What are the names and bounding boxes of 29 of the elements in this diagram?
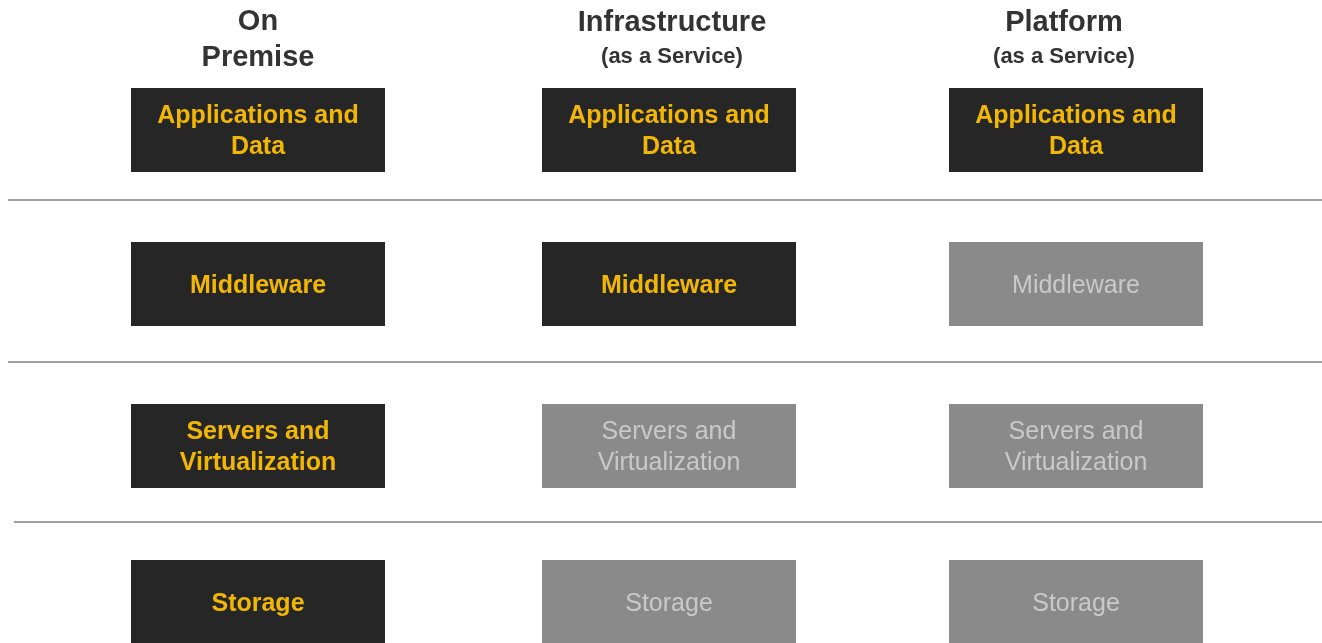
layer-box bbox=[949, 88, 1203, 172]
column-heading: Platform bbox=[1005, 4, 1123, 38]
layer-label: Applications and Data bbox=[567, 99, 771, 161]
layer-label: Middleware bbox=[1012, 268, 1140, 300]
layer-box bbox=[131, 404, 385, 488]
layer-box bbox=[542, 88, 796, 172]
layer-box bbox=[542, 560, 796, 643]
column-subheading: (as a Service) bbox=[601, 42, 743, 70]
column-heading: On Premise bbox=[200, 3, 316, 74]
layer-label: Applications and Data bbox=[156, 99, 360, 161]
layer-box bbox=[131, 88, 385, 172]
layer-label: Servers and Virtualization bbox=[1003, 415, 1149, 477]
layer-label: Storage bbox=[211, 586, 305, 618]
layer-box bbox=[949, 560, 1203, 643]
column-subheading: (as a Service) bbox=[993, 42, 1135, 70]
layer-label: Middleware bbox=[600, 268, 738, 300]
layer-box bbox=[949, 242, 1203, 326]
layer-label: Applications and Data bbox=[974, 99, 1178, 161]
layer-box bbox=[542, 404, 796, 488]
layer-label: Servers and Virtualization bbox=[178, 415, 338, 477]
layer-box bbox=[131, 560, 385, 643]
layer-box bbox=[949, 404, 1203, 488]
layer-box bbox=[542, 242, 796, 326]
layer-box bbox=[131, 242, 385, 326]
layer-label: Servers and Virtualization bbox=[596, 415, 742, 477]
column-heading: Infrastructure bbox=[577, 4, 767, 38]
layer-label: Middleware bbox=[189, 268, 327, 300]
layer-label: Storage bbox=[1032, 586, 1120, 618]
layer-label: Storage bbox=[625, 586, 713, 618]
